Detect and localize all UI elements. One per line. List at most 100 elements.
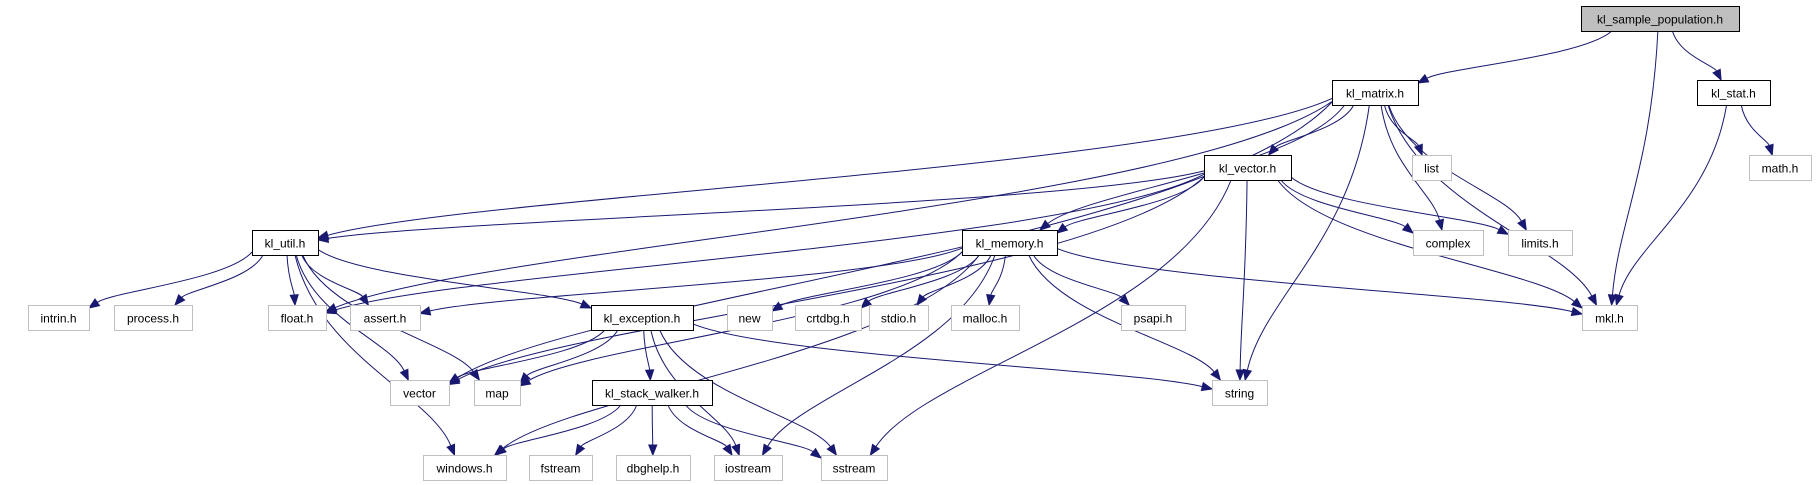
node-sstream: sstream: [821, 455, 888, 481]
edge-kl-memory-to-iostream: [761, 254, 996, 457]
node-label: kl_stat.h: [1711, 87, 1756, 101]
arrowhead-icon: [1055, 222, 1069, 234]
edge-kl-stack-walker-to-windows: [494, 404, 622, 456]
edge-kl-exception-to-kl-stack-walker: [643, 329, 655, 382]
arrowhead-icon: [869, 443, 881, 457]
node-label: new: [738, 312, 760, 326]
arrowhead-icon: [418, 306, 432, 316]
arrowhead-icon: [1267, 143, 1280, 157]
node-kl-memory[interactable]: kl_memory.h: [962, 230, 1058, 256]
node-process: process.h: [114, 305, 193, 331]
arrowhead-icon: [986, 293, 996, 307]
arrowhead-icon: [1038, 219, 1052, 231]
node-crtdbg: crtdbg.h: [795, 305, 862, 331]
node-label: kl_vector.h: [1219, 162, 1276, 176]
node-label: map: [485, 387, 509, 401]
node-box: [821, 455, 888, 481]
edge-line: [456, 329, 606, 378]
arrowhead-icon: [809, 447, 823, 459]
arrowhead-icon: [916, 293, 928, 307]
edge-line: [1056, 247, 1573, 313]
edge-kl-vector-to-float: [324, 173, 1205, 315]
edge-line: [286, 254, 295, 296]
node-kl-stack-walker[interactable]: kl_stack_walker.h: [592, 380, 713, 406]
edge-kl-memory-to-mkl: [1056, 247, 1584, 317]
arrowhead-icon: [399, 368, 409, 382]
node-math: math.h: [1749, 155, 1812, 181]
edge-kl-stack-walker-to-sstream: [685, 404, 823, 459]
edge-kl-vector-to-complex: [1280, 179, 1415, 234]
edge-kl-exception-to-vector: [447, 329, 606, 384]
edge-kl-vector-to-kl-util: [316, 170, 1205, 243]
edge-line: [875, 179, 1232, 447]
node-kl-matrix[interactable]: kl_matrix.h: [1332, 80, 1419, 106]
node-box: [1212, 380, 1268, 406]
edge-kl-stack-walker-to-fstream: [575, 404, 638, 457]
node-box: [1412, 155, 1452, 181]
arrowhead-icon: [859, 297, 872, 309]
edge-kl-matrix-to-kl-vector: [1267, 104, 1355, 157]
arrowhead-icon: [1607, 294, 1618, 307]
node-psapi: psapi.h: [1121, 305, 1186, 331]
arrowhead-icon: [494, 444, 507, 456]
edge-kl-memory-to-windows: [493, 254, 980, 456]
node-new: new: [727, 305, 773, 331]
node-box: [1413, 230, 1484, 256]
node-label: mkl.h: [1595, 312, 1624, 326]
edge-kl-sample-population-to-mkl: [1607, 30, 1659, 307]
node-label: sstream: [833, 462, 876, 476]
node-kl-sample-population[interactable]: kl_sample_population.h: [1581, 6, 1740, 32]
edge-line: [1380, 104, 1441, 221]
edge-line: [457, 176, 1205, 381]
edge-kl-vector-to-kl-memory: [1055, 176, 1205, 234]
edge-line: [502, 254, 980, 450]
edge-line: [651, 404, 654, 446]
node-label: kl_memory.h: [976, 237, 1044, 251]
edge-line: [294, 254, 452, 446]
node-kl-util[interactable]: kl_util.h: [252, 230, 319, 256]
arrowhead-icon: [826, 443, 838, 457]
arrowhead-icon: [1434, 218, 1445, 232]
edge-line: [1239, 179, 1248, 371]
node-box: [591, 305, 694, 331]
edge-line: [1383, 104, 1420, 146]
edge-kl-sample-population-to-kl-stat: [1671, 30, 1722, 82]
node-box: [529, 455, 593, 481]
node-kl-vector[interactable]: kl_vector.h: [1204, 155, 1292, 181]
node-mkl: mkl.h: [1582, 305, 1638, 331]
edge-kl-matrix-to-limits: [1388, 104, 1527, 232]
node-box: [962, 230, 1058, 256]
edge-line: [429, 247, 963, 312]
edge-kl-memory-to-stdio: [916, 254, 992, 307]
edge-line: [1047, 104, 1345, 225]
edge-kl-vector-to-string: [1235, 179, 1248, 382]
arrowhead-icon: [1118, 294, 1131, 306]
node-kl-stat[interactable]: kl_stat.h: [1697, 80, 1771, 106]
edge-kl-vector-to-sstream: [869, 179, 1232, 457]
nodes-layer: kl_sample_population.h kl_matrix.h kl_stat…: [28, 6, 1812, 481]
arrowhead-icon: [87, 298, 101, 309]
arrowhead-icon: [1210, 368, 1222, 382]
node-box: [474, 380, 521, 406]
node-label: limits.h: [1521, 237, 1558, 251]
arrowhead-icon: [575, 443, 586, 457]
node-box: [714, 455, 783, 481]
node-box: [592, 380, 713, 406]
edge-line: [1032, 254, 1123, 299]
edge-line: [1290, 176, 1500, 231]
arrowhead-icon: [1416, 73, 1430, 84]
node-label: kl_stack_walker.h: [605, 387, 699, 401]
node-limits: limits.h: [1508, 230, 1573, 256]
edge-line: [1740, 104, 1770, 146]
node-box: [1332, 80, 1419, 106]
edge-line: [1671, 30, 1718, 72]
edge-kl-sample-population-to-kl-matrix: [1416, 30, 1613, 84]
edge-kl-memory-to-new: [770, 251, 963, 312]
edge-line: [1618, 104, 1728, 296]
edge-line: [868, 254, 980, 302]
node-box: [951, 305, 1020, 331]
node-label: math.h: [1762, 162, 1799, 176]
node-label: string: [1225, 387, 1254, 401]
node-kl-exception[interactable]: kl_exception.h: [591, 305, 694, 331]
node-string: string: [1212, 380, 1268, 406]
